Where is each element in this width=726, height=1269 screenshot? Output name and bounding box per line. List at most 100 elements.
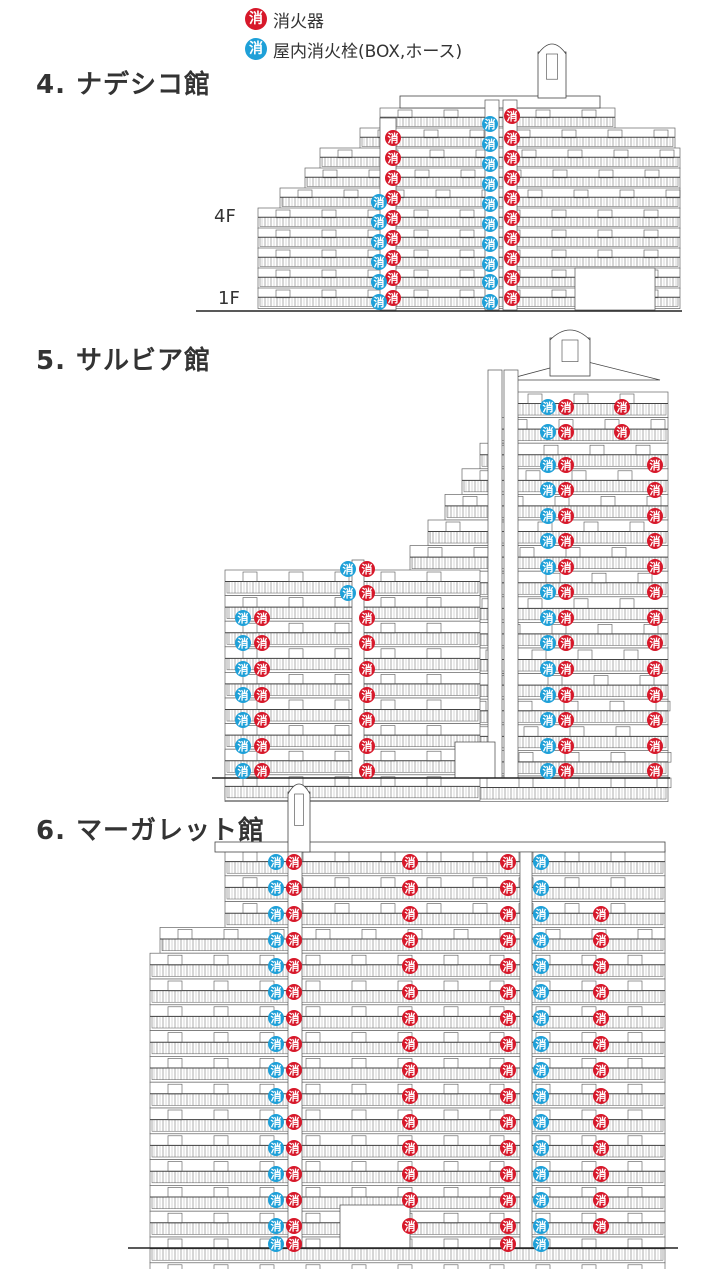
marker-symbol: 消 bbox=[485, 275, 496, 289]
roof-parapet bbox=[399, 95, 601, 109]
window bbox=[583, 521, 599, 533]
marker-symbol: 消 bbox=[507, 151, 518, 165]
window bbox=[275, 289, 291, 299]
extinguisher-marker bbox=[504, 230, 520, 246]
extinguisher-marker bbox=[500, 1236, 516, 1252]
window bbox=[627, 1212, 643, 1224]
extinguisher-marker bbox=[593, 1218, 609, 1234]
marker-symbol: 消 bbox=[271, 1011, 282, 1025]
entrance-canopy bbox=[339, 1204, 411, 1249]
window bbox=[167, 1135, 183, 1146]
extinguisher-marker bbox=[614, 399, 630, 415]
extinguisher-marker bbox=[286, 880, 302, 896]
marker-symbol: 消 bbox=[536, 985, 547, 999]
window bbox=[426, 622, 442, 634]
window bbox=[443, 1161, 459, 1172]
extinguisher-marker bbox=[558, 559, 574, 575]
marker-symbol: 消 bbox=[507, 291, 518, 305]
marker-symbol: 消 bbox=[503, 1193, 514, 1207]
marker-symbol: 消 bbox=[650, 534, 661, 548]
marker-symbol: 消 bbox=[503, 1037, 514, 1051]
extinguisher-marker bbox=[286, 1010, 302, 1026]
hydrant-marker bbox=[371, 294, 387, 310]
extinguisher-marker bbox=[500, 1010, 516, 1026]
window bbox=[380, 699, 396, 711]
extinguisher-marker bbox=[402, 906, 418, 922]
extinguisher-marker bbox=[647, 559, 663, 575]
window bbox=[523, 726, 539, 737]
window bbox=[443, 1032, 459, 1043]
window bbox=[637, 929, 653, 940]
marker-symbol: 消 bbox=[289, 985, 300, 999]
window bbox=[435, 189, 451, 199]
extinguisher-marker bbox=[359, 610, 375, 626]
hydrant-marker bbox=[533, 1114, 549, 1130]
marker-symbol: 消 bbox=[561, 585, 572, 599]
balcony-rail bbox=[281, 196, 679, 207]
extinguisher-marker bbox=[593, 1088, 609, 1104]
marker-symbol: 消 bbox=[485, 117, 496, 131]
window bbox=[653, 129, 669, 139]
extinguisher-marker bbox=[504, 150, 520, 166]
window bbox=[334, 776, 350, 787]
tower-window bbox=[294, 793, 304, 826]
marker-symbol: 消 bbox=[536, 1063, 547, 1077]
window bbox=[521, 149, 537, 159]
legend-extinguisher: 消 消火器 bbox=[245, 4, 462, 34]
marker-symbol: 消 bbox=[543, 764, 554, 778]
extinguisher-marker bbox=[647, 508, 663, 524]
marker-symbol: 消 bbox=[405, 1193, 416, 1207]
extinguisher-marker bbox=[254, 687, 270, 703]
window bbox=[213, 954, 229, 966]
window bbox=[573, 189, 589, 199]
extinguisher-marker bbox=[558, 610, 574, 626]
window bbox=[351, 954, 367, 966]
extinguisher-marker bbox=[500, 1088, 516, 1104]
extinguisher-marker bbox=[385, 210, 401, 226]
extinguisher-marker bbox=[254, 610, 270, 626]
marker-symbol: 消 bbox=[289, 1141, 300, 1155]
marker-symbol: 消 bbox=[543, 636, 554, 650]
marker-symbol: 消 bbox=[485, 237, 496, 251]
hydrant-marker bbox=[482, 236, 498, 252]
window bbox=[629, 521, 645, 533]
marker-symbol: 消 bbox=[561, 425, 572, 439]
extinguisher-marker bbox=[385, 190, 401, 206]
marker-symbol: 消 bbox=[485, 257, 496, 271]
marker-symbol: 消 bbox=[543, 688, 554, 702]
floor-label-4f: 4F bbox=[214, 206, 236, 227]
window bbox=[623, 649, 639, 661]
hydrant-marker bbox=[268, 880, 284, 896]
extinguisher-marker bbox=[593, 1140, 609, 1156]
marker-symbol: 消 bbox=[388, 291, 399, 305]
hydrant-marker bbox=[540, 533, 556, 549]
marker-symbol: 消 bbox=[388, 211, 399, 225]
window bbox=[380, 877, 396, 888]
extinguisher-marker bbox=[647, 635, 663, 651]
tower-window bbox=[546, 53, 558, 80]
window bbox=[213, 1212, 229, 1224]
extinguisher-marker bbox=[504, 190, 520, 206]
hydrant-marker bbox=[268, 1010, 284, 1026]
marker-symbol: 消 bbox=[405, 933, 416, 947]
extinguisher-marker bbox=[593, 1010, 609, 1026]
extinguisher-marker bbox=[558, 738, 574, 754]
window bbox=[242, 597, 258, 608]
marker-symbol: 消 bbox=[271, 1115, 282, 1129]
hydrant-marker bbox=[235, 635, 251, 651]
marker-symbol: 消 bbox=[543, 713, 554, 727]
marker-symbol: 消 bbox=[507, 171, 518, 185]
window bbox=[489, 1187, 505, 1198]
hydrant-marker bbox=[533, 1010, 549, 1026]
marker-symbol: 消 bbox=[503, 1237, 514, 1251]
window bbox=[397, 1264, 413, 1269]
window bbox=[627, 980, 643, 992]
marker-symbol: 消 bbox=[405, 1011, 416, 1025]
extinguisher-marker bbox=[558, 399, 574, 415]
window bbox=[414, 169, 430, 179]
window bbox=[610, 752, 626, 763]
hydrant-marker bbox=[540, 457, 556, 473]
hydrant-marker bbox=[482, 256, 498, 272]
marker-symbol: 消 bbox=[374, 275, 385, 289]
marker-symbol: 消 bbox=[388, 151, 399, 165]
